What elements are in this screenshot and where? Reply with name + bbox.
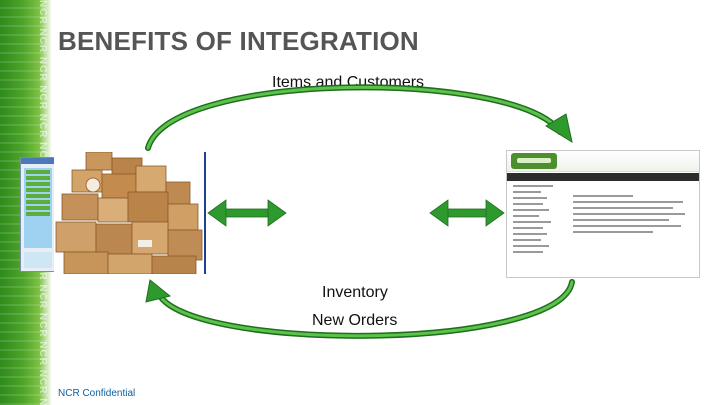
bottom-flow-label-orders: New Orders [312, 312, 398, 329]
right-double-arrow [429, 199, 505, 227]
web-order-table [573, 195, 699, 237]
store-logo [511, 153, 557, 169]
bottom-curved-arrow [155, 279, 575, 339]
web-header [507, 151, 699, 172]
web-store-screenshot [506, 150, 700, 278]
cardboard-boxes-image [54, 152, 206, 274]
pos-screen-icon [20, 157, 56, 272]
boxes-illustration [55, 152, 203, 274]
slide-title: BENEFITS OF INTEGRATION [58, 26, 419, 56]
top-curved-arrow [145, 84, 563, 151]
pos-status-strip [24, 252, 52, 268]
pos-window-titlebar [21, 158, 55, 164]
top-arrow-head [545, 113, 573, 144]
bottom-flow-label-inventory: Inventory [322, 284, 388, 301]
bottom-arrow-head [145, 279, 172, 303]
confidential-footer: NCR Confidential [58, 388, 136, 399]
left-double-arrow [207, 199, 287, 227]
web-page-content [513, 185, 693, 271]
pos-item-list [24, 168, 52, 248]
web-nav-bar [507, 173, 699, 181]
